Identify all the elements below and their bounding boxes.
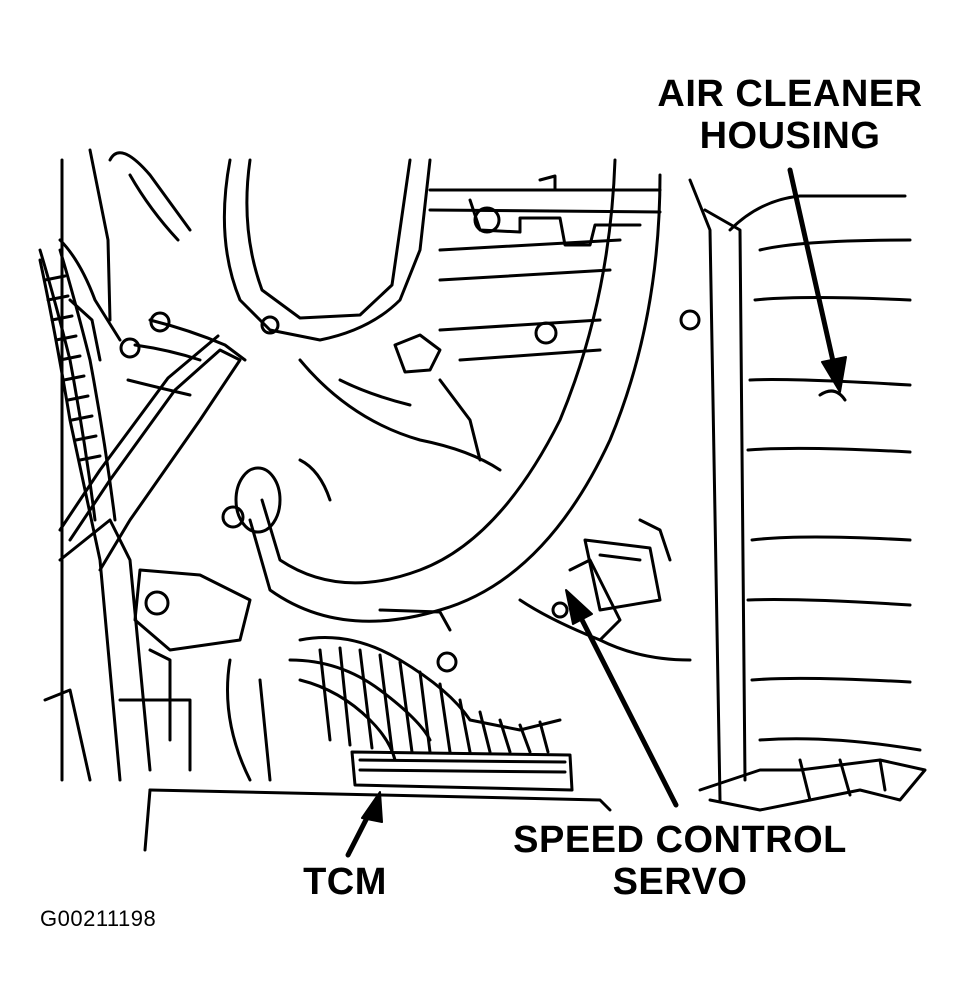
speed-control-servo-assembly (518, 518, 692, 662)
speed-control-servo-label-line2: SERVO (612, 861, 748, 903)
air-cleaner-housing (688, 178, 927, 812)
tcm-module (143, 750, 612, 852)
tcm-wiring-harness (226, 636, 562, 782)
tcm-arrow-head (361, 791, 383, 823)
tcm-label: TCM (303, 861, 387, 903)
speed-control-leader (575, 609, 679, 808)
air-cleaner-housing-label-line2: HOUSING (699, 115, 881, 157)
arrow-heads (361, 356, 847, 823)
speed-control-arrow-head (565, 589, 593, 625)
left-wiring-harness (38, 248, 117, 522)
air-cleaner-arrow-head (821, 356, 847, 393)
engine-upper-center (222, 158, 701, 472)
brake-line-tube (58, 311, 247, 572)
figure-code: G00211198 (40, 906, 157, 931)
speed-control-servo-label-line1: SPEED CONTROL (513, 819, 847, 861)
air-cleaner-housing-label-line1: AIR CLEANER (657, 73, 923, 115)
air-cleaner-leader (787, 167, 838, 373)
mounting-bracket (133, 505, 458, 673)
large-curved-hose (234, 158, 662, 623)
